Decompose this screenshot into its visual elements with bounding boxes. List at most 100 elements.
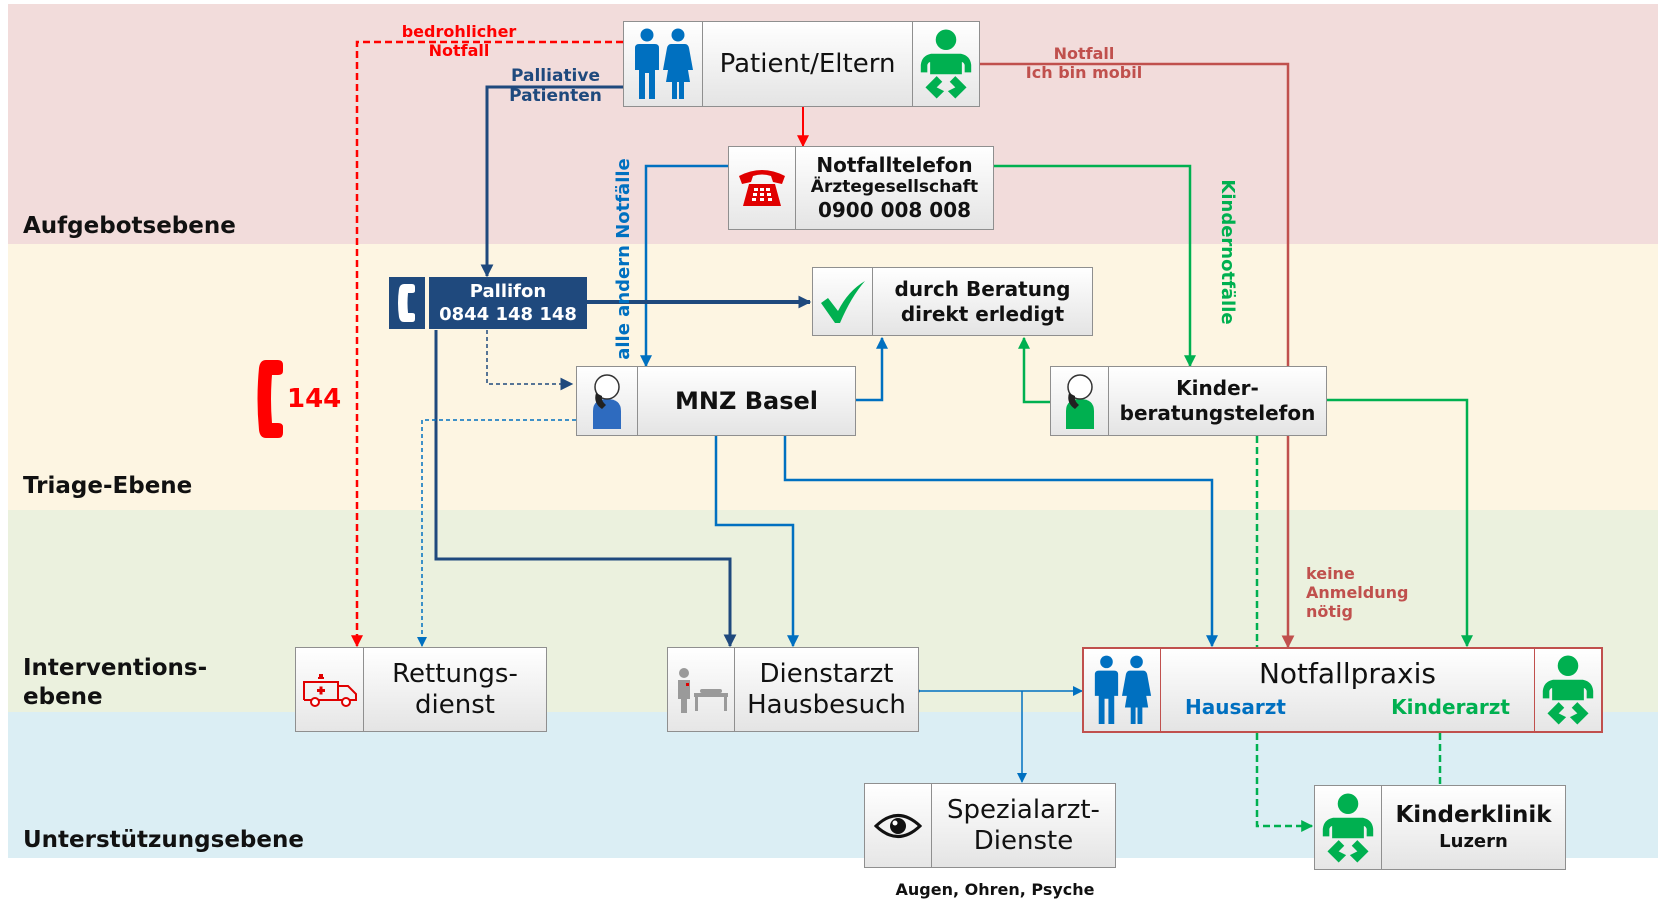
- notfalltelefon-org: Ärztegesellschaft: [810, 177, 979, 197]
- rettung-line1: Rettungs-: [392, 658, 518, 689]
- edge-mnz-dienstarzt: [714, 436, 799, 648]
- label-bedrohlich: bedrohlicher Notfall: [388, 22, 530, 60]
- label-keine-anmeldung: keine Anmeldung nötig: [1306, 564, 1408, 621]
- hausarzt-label: Hausarzt: [1185, 695, 1286, 719]
- edge-pallifon-mnz: [486, 330, 574, 391]
- label-alle-andern: alle andern Notfälle: [613, 158, 634, 360]
- phone-handset-icon: [257, 360, 283, 438]
- level-label-unterstuetzung: Unterstützungsebene: [23, 827, 304, 853]
- emergency-number: 144: [287, 384, 342, 414]
- edge-bedrohlich: [351, 40, 623, 648]
- kinderklinik-title: Kinderklinik: [1395, 802, 1552, 828]
- label-palliativ: Palliative Patienten: [493, 66, 618, 106]
- label-palliativ-line1: Palliative: [511, 66, 600, 86]
- level-label-aufgebot: Aufgebotsebene: [23, 213, 236, 239]
- doctor-bed-icon: [678, 667, 728, 713]
- label-mobil: Notfall Ich bin mobil: [1004, 44, 1164, 82]
- box-spezialarzt-dienste: Spezialarzt- Dienste: [864, 783, 1116, 868]
- beratung-line1: durch Beratung: [894, 276, 1071, 301]
- edge-kindernotfaelle: [994, 164, 1196, 368]
- edge-mnz-rettung: [417, 419, 576, 647]
- box-dienstarzt-hausbesuch: Dienstarzt Hausbesuch: [667, 647, 919, 732]
- label-mobil-line2: Ich bin mobil: [1025, 63, 1143, 82]
- level-label-intervention-line1: Interventions-: [23, 655, 208, 681]
- label-keine-anmeldung-line1: keine: [1306, 564, 1355, 583]
- label-bedrohlich-line1: bedrohlicher: [401, 22, 517, 41]
- edge-palliativ: [480, 85, 623, 278]
- patient-label: Patient/Eltern: [703, 22, 912, 106]
- kinderklinik-city: Luzern: [1439, 831, 1508, 852]
- box-mnz-basel: MNZ Basel: [576, 366, 856, 436]
- level-label-triage: Triage-Ebene: [23, 473, 193, 499]
- spezialarzt-line2: Dienste: [973, 825, 1074, 856]
- notfallpraxis-text: Notfallpraxis Hausarzt Kinderarzt: [1161, 649, 1534, 731]
- parents-icon: [1094, 655, 1152, 724]
- edge-mnz-notfallpraxis: [783, 436, 1218, 648]
- pallifon-number: 0844 148 148: [439, 303, 577, 325]
- call-agent-icon: [593, 374, 621, 429]
- kinderklinik-text: Kinderklinik Luzern: [1382, 786, 1565, 869]
- edge-kinderberatung-kinderklinik: [1255, 436, 1314, 832]
- red-telephone-icon: [739, 170, 785, 206]
- baby-icon-cell-top: [912, 22, 979, 106]
- box-patient-eltern: Patient/Eltern: [623, 21, 980, 107]
- spezialarzt-line1: Spezialarzt-: [947, 794, 1100, 825]
- dienstarzt-line2: Hausbesuch: [747, 689, 906, 720]
- notfallpraxis-subtitles: Hausarzt Kinderarzt: [1161, 691, 1534, 719]
- baby-icon: [920, 29, 972, 99]
- spezialarzt-text: Spezialarzt- Dienste: [932, 784, 1115, 867]
- rettung-text: Rettungs- dienst: [364, 648, 546, 731]
- box-kinderklinik-luzern: Kinderklinik Luzern: [1314, 785, 1566, 870]
- label-kindernotfaelle: Kindernotfälle: [1217, 179, 1238, 325]
- notfallpraxis-title: Notfallpraxis: [1258, 657, 1436, 690]
- label-keine-anmeldung-line2: Anmeldung: [1306, 583, 1409, 602]
- rettung-icon-cell: [296, 648, 364, 731]
- edge-alle-andern: [640, 164, 728, 368]
- pallifon-title: Pallifon: [469, 280, 547, 302]
- call-agent-icon: [1065, 374, 1094, 429]
- edge-kinderberatung-notfallpraxis: [1327, 398, 1473, 648]
- beratung-icon-cell: [813, 268, 873, 335]
- spezialarzt-note: Augen, Ohren, Psyche: [895, 880, 1095, 899]
- edge-kinderberatung-beratung: [1018, 336, 1050, 404]
- kinderberatung-line2: beratungstelefon: [1119, 401, 1316, 425]
- emergency-144: 144: [256, 356, 341, 442]
- mnz-label: MNZ Basel: [638, 367, 855, 435]
- spezialarzt-icon-cell: [865, 784, 932, 867]
- checkmark-icon: [820, 280, 865, 323]
- box-pallifon: Pallifon 0844 148 148: [389, 277, 587, 329]
- notfallpraxis-parents-cell: [1084, 649, 1161, 731]
- notfalltelefon-title: Notfalltelefon: [816, 153, 973, 177]
- label-bedrohlich-line2: Notfall: [428, 41, 490, 60]
- edge-mnz-beratung: [856, 336, 888, 402]
- kinderarzt-label: Kinderarzt: [1391, 695, 1510, 719]
- label-mobil-line1: Notfall: [1053, 44, 1115, 63]
- dienstarzt-icon-cell: [668, 648, 735, 731]
- eye-icon: [874, 813, 922, 838]
- kinderberatung-line1: Kinder-: [1176, 376, 1259, 400]
- notfalltelefon-number: 0900 008 008: [817, 198, 972, 222]
- level-label-intervention: Interventions- ebene: [23, 654, 207, 712]
- pallifon-text: Pallifon 0844 148 148: [429, 277, 587, 329]
- box-rettungsdienst: Rettungs- dienst: [295, 647, 547, 732]
- level-label-intervention-line2: ebene: [23, 684, 103, 710]
- box-notfallpraxis: Notfallpraxis Hausarzt Kinderarzt: [1082, 647, 1603, 733]
- beratung-text: durch Beratung direkt erledigt: [873, 268, 1092, 335]
- patient-icon-cell: [624, 22, 703, 106]
- mnz-icon-cell: [577, 367, 638, 435]
- label-palliativ-line2: Patienten: [509, 86, 602, 106]
- box-notfalltelefon: Notfalltelefon Ärztegesellschaft 0900 00…: [728, 146, 994, 230]
- notfalltelefon-text: Notfalltelefon Ärztegesellschaft 0900 00…: [796, 147, 993, 229]
- box-beratung-erledigt: durch Beratung direkt erledigt: [812, 267, 1093, 336]
- edge-pallifon-dienstarzt: [434, 330, 737, 648]
- baby-icon: [1542, 655, 1594, 725]
- kinderberatung-text: Kinder- beratungstelefon: [1109, 367, 1326, 435]
- beratung-line2: direkt erledigt: [900, 301, 1065, 326]
- pallifon-icon-cell: [389, 277, 425, 329]
- parents-icon: [635, 28, 693, 99]
- baby-icon: [1322, 792, 1374, 863]
- rettung-line2: dienst: [415, 689, 495, 720]
- phone-icon: [398, 284, 415, 322]
- box-kinderberatungstelefon: Kinder- beratungstelefon: [1050, 366, 1327, 436]
